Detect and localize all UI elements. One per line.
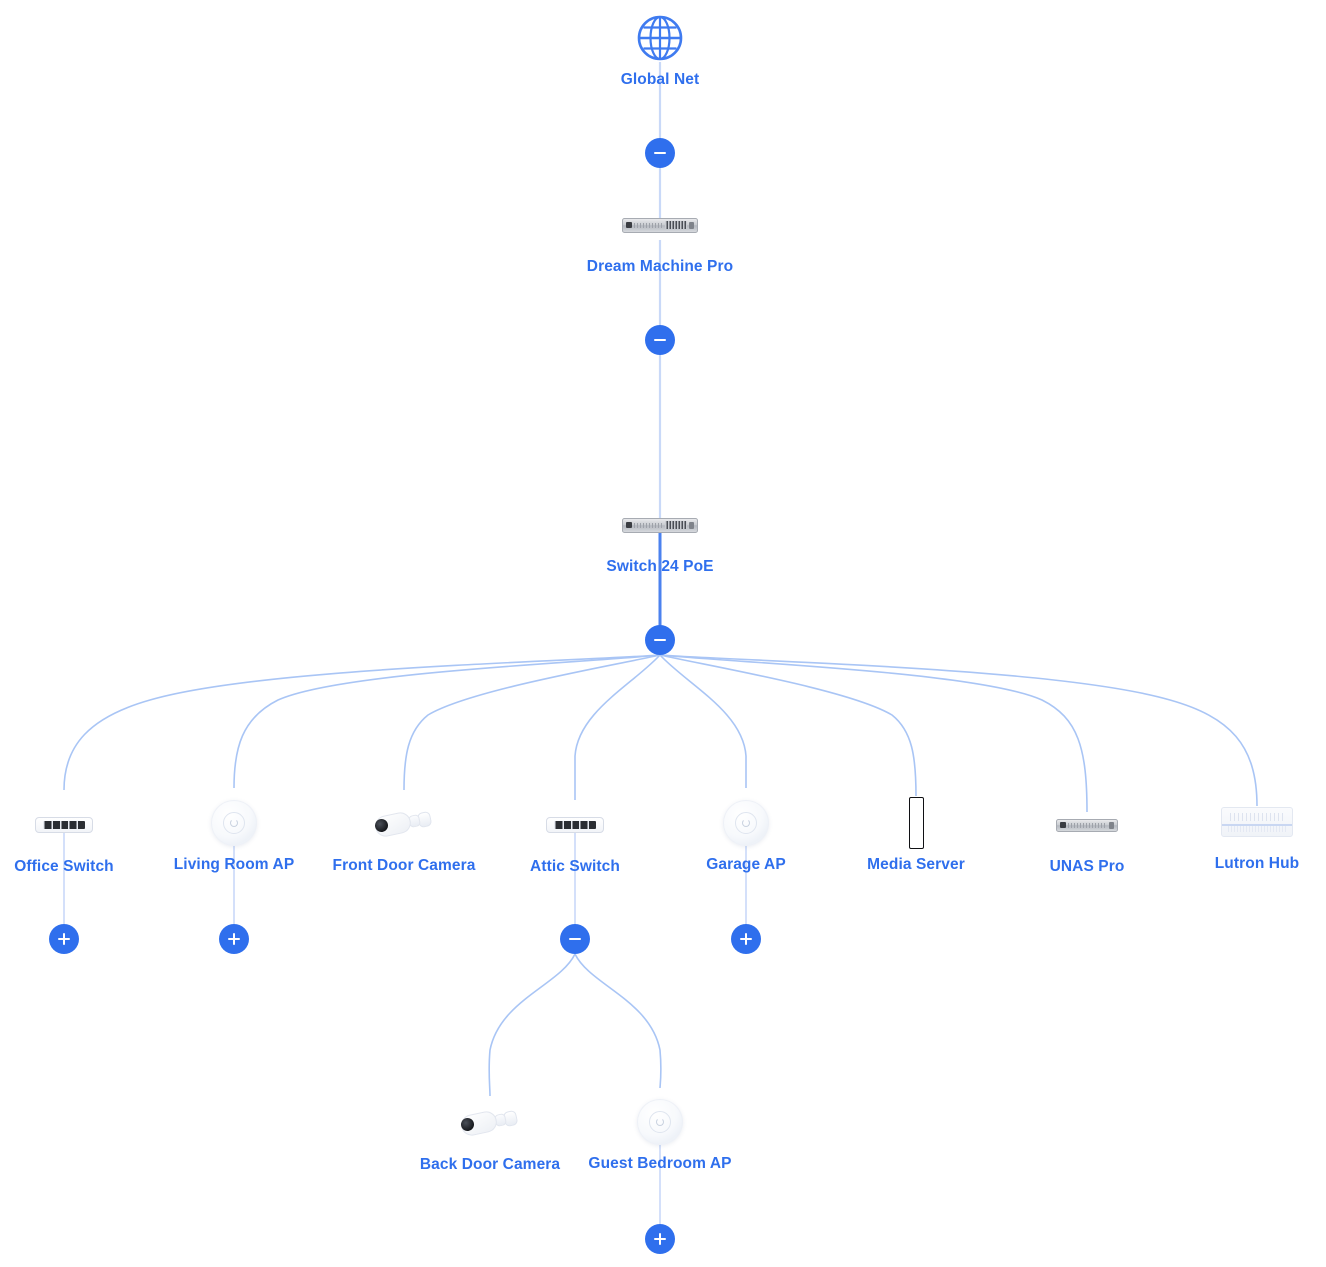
minus-icon [654,339,666,341]
globe-icon [636,14,684,62]
bullet-camera-icon [373,806,435,842]
node-label-switch-24-poe: Switch 24 PoE [606,558,714,575]
rack-switch-icon [622,517,698,533]
dream-machine-pro-icon-wrap [530,198,790,252]
guest-bedroom-ap-icon-wrap [530,1095,790,1149]
edge-switch-to-office-switch [63,654,661,791]
plus-icon [745,933,747,945]
rack-appliance-icon [1056,818,1118,832]
edge-switch-to-living-room-ap [233,654,661,789]
node-living-room-ap[interactable]: Living Room AP [104,796,364,874]
collapse-toggle-attic-switch[interactable] [560,924,590,954]
expand-toggle-office-switch[interactable] [49,924,79,954]
office-switch-icon-wrap [0,798,194,852]
node-label-living-room-ap: Living Room AP [173,856,295,873]
edge-switch-to-garage-ap [659,654,747,788]
node-back-door-camera[interactable]: Back Door Camera [360,1096,620,1174]
collapse-toggle-global-net[interactable] [645,138,675,168]
bullet-camera-icon [459,1105,521,1141]
expand-toggle-living-room-ap[interactable] [219,924,249,954]
node-label-unas-pro: UNAS Pro [1049,858,1125,875]
collapse-toggle-switch-24-poe[interactable] [645,625,675,655]
node-label-front-door-camera: Front Door Camera [332,857,476,874]
plus-icon [233,933,235,945]
lutron-hub-icon-wrap [1127,795,1326,849]
garage-ap-icon-wrap [616,796,876,850]
edge-attic-switch-to-guest-bedroom-ap [574,953,662,1089]
edge-attic-switch-to-back-door-camera [488,953,576,1097]
node-label-attic-switch: Attic Switch [530,858,620,875]
node-office-switch[interactable]: Office Switch [0,798,194,876]
node-attic-switch[interactable]: Attic Switch [445,798,705,876]
plus-icon [63,933,65,945]
node-label-garage-ap: Garage AP [706,856,786,873]
switch-24-poe-icon-wrap [530,498,790,552]
desktop-switch-icon [546,817,604,833]
expand-toggle-guest-bedroom-ap[interactable] [645,1224,675,1254]
plus-icon [659,1233,661,1245]
minus-icon [569,938,581,940]
node-label-dream-machine-pro: Dream Machine Pro [586,258,734,275]
rack-appliance-icon [622,217,698,233]
access-point-icon [637,1099,683,1145]
living-room-ap-icon-wrap [104,796,364,850]
node-label-lutron-hub: Lutron Hub [1214,855,1300,872]
attic-switch-icon-wrap [445,798,705,852]
media-server-icon-wrap [786,796,1046,850]
node-media-server[interactable]: Media Server [786,796,1046,874]
minus-icon [654,639,666,641]
node-switch-24-poe[interactable]: Switch 24 PoE [530,498,790,576]
access-point-icon [723,800,769,846]
edge-switch-to-unas-pro [659,654,1088,813]
collapse-toggle-dream-machine-pro[interactable] [645,325,675,355]
node-label-office-switch: Office Switch [14,858,114,875]
node-dream-machine-pro[interactable]: Dream Machine Pro [530,198,790,276]
node-label-back-door-camera: Back Door Camera [419,1156,561,1173]
unas-pro-icon-wrap [957,798,1217,852]
node-lutron-hub[interactable]: Lutron Hub [1127,795,1326,873]
expand-toggle-garage-ap[interactable] [731,924,761,954]
tower-server-icon [908,797,924,849]
edge-switch-to-media-server [659,654,917,797]
node-guest-bedroom-ap[interactable]: Guest Bedroom AP [530,1095,790,1173]
node-label-media-server: Media Server [867,856,965,873]
node-label-global-net: Global Net [620,71,700,88]
white-hub-icon [1221,807,1293,837]
minus-icon [654,152,666,154]
node-label-guest-bedroom-ap: Guest Bedroom AP [588,1155,732,1172]
edge-switch-to-front-door-camera [403,654,661,791]
desktop-switch-icon [35,817,93,833]
node-garage-ap[interactable]: Garage AP [616,796,876,874]
node-unas-pro[interactable]: UNAS Pro [957,798,1217,876]
access-point-icon [211,800,257,846]
node-global-net[interactable]: Global Net [530,11,790,89]
node-front-door-camera[interactable]: Front Door Camera [274,797,534,875]
global-net-icon-wrap [530,11,790,65]
edge-switch-to-lutron-hub [659,654,1258,807]
edge-switch-to-attic-switch [574,654,661,800]
